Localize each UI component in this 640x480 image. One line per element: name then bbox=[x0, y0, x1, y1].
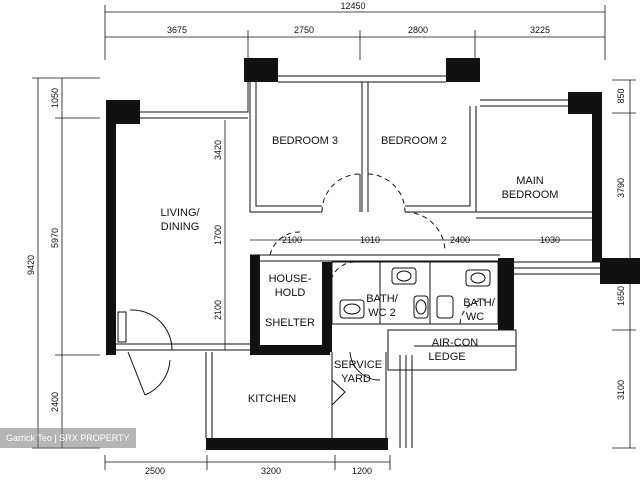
room-label-living-1: LIVING/ bbox=[160, 207, 200, 219]
room-label-service-1: SERVICE bbox=[334, 359, 382, 371]
dim-top-2: 2750 bbox=[294, 25, 314, 35]
dim-total-width: 12450 bbox=[340, 1, 365, 11]
dim-top-1: 3675 bbox=[167, 25, 187, 35]
dim-left-2: 5970 bbox=[50, 228, 60, 248]
walls bbox=[106, 58, 640, 450]
room-label-shelter-1: HOUSE- bbox=[269, 273, 312, 285]
dim-right-2: 3790 bbox=[616, 178, 626, 198]
dim-inner-v-3: 2100 bbox=[213, 300, 223, 320]
fixtures bbox=[339, 267, 491, 319]
dim-bottom-2: 3200 bbox=[261, 466, 281, 476]
room-label-bath-1: BATH/ bbox=[463, 297, 496, 309]
room-label-service-2: YARD bbox=[341, 373, 371, 385]
room-label-bath-2-2: WC 2 bbox=[368, 307, 396, 319]
dim-top-4: 3225 bbox=[530, 25, 550, 35]
interior-lines bbox=[116, 75, 600, 448]
room-label-shelter-2: HOLD bbox=[275, 287, 306, 299]
room-label-aircon-1: AIR-CON bbox=[432, 337, 479, 349]
dim-right-3: 1650 bbox=[616, 286, 626, 306]
dim-top-3: 2800 bbox=[408, 25, 428, 35]
room-label-aircon-2: LEDGE bbox=[428, 351, 465, 363]
room-label-bedroom-2: BEDROOM 2 bbox=[381, 135, 447, 147]
dim-right-1: 850 bbox=[616, 88, 626, 103]
watermark: Garrick Teo | SRX PROPERTY bbox=[0, 428, 136, 448]
room-label-living-2: DINING bbox=[161, 221, 200, 233]
room-label-bath-2-1: BATH/ bbox=[366, 293, 399, 305]
dim-bottom-1: 2500 bbox=[145, 466, 165, 476]
dim-left-total: 9420 bbox=[26, 255, 36, 275]
room-label-bedroom-3: BEDROOM 3 bbox=[272, 135, 338, 147]
room-label-kitchen: KITCHEN bbox=[248, 393, 296, 405]
room-label-main-bedroom-2: BEDROOM bbox=[502, 189, 559, 201]
dim-bottom-3: 1200 bbox=[352, 466, 372, 476]
room-label-main-bedroom-1: MAIN bbox=[516, 175, 544, 187]
dim-inner-h-4: 1030 bbox=[540, 235, 560, 245]
dim-inner-h-1: 2100 bbox=[282, 235, 302, 245]
dim-left-3: 2400 bbox=[50, 392, 60, 412]
dim-right-4: 3100 bbox=[616, 380, 626, 400]
dim-inner-h-3: 2400 bbox=[450, 235, 470, 245]
dim-inner-v-2: 1700 bbox=[213, 225, 223, 245]
dim-inner-h-2: 1010 bbox=[360, 235, 380, 245]
room-label-bath-2: WC bbox=[466, 311, 484, 323]
doors bbox=[127, 173, 486, 406]
room-label-shelter-3: SHELTER bbox=[265, 317, 315, 329]
dim-left-1: 1050 bbox=[50, 88, 60, 108]
dim-inner-v-1: 3420 bbox=[213, 140, 223, 160]
